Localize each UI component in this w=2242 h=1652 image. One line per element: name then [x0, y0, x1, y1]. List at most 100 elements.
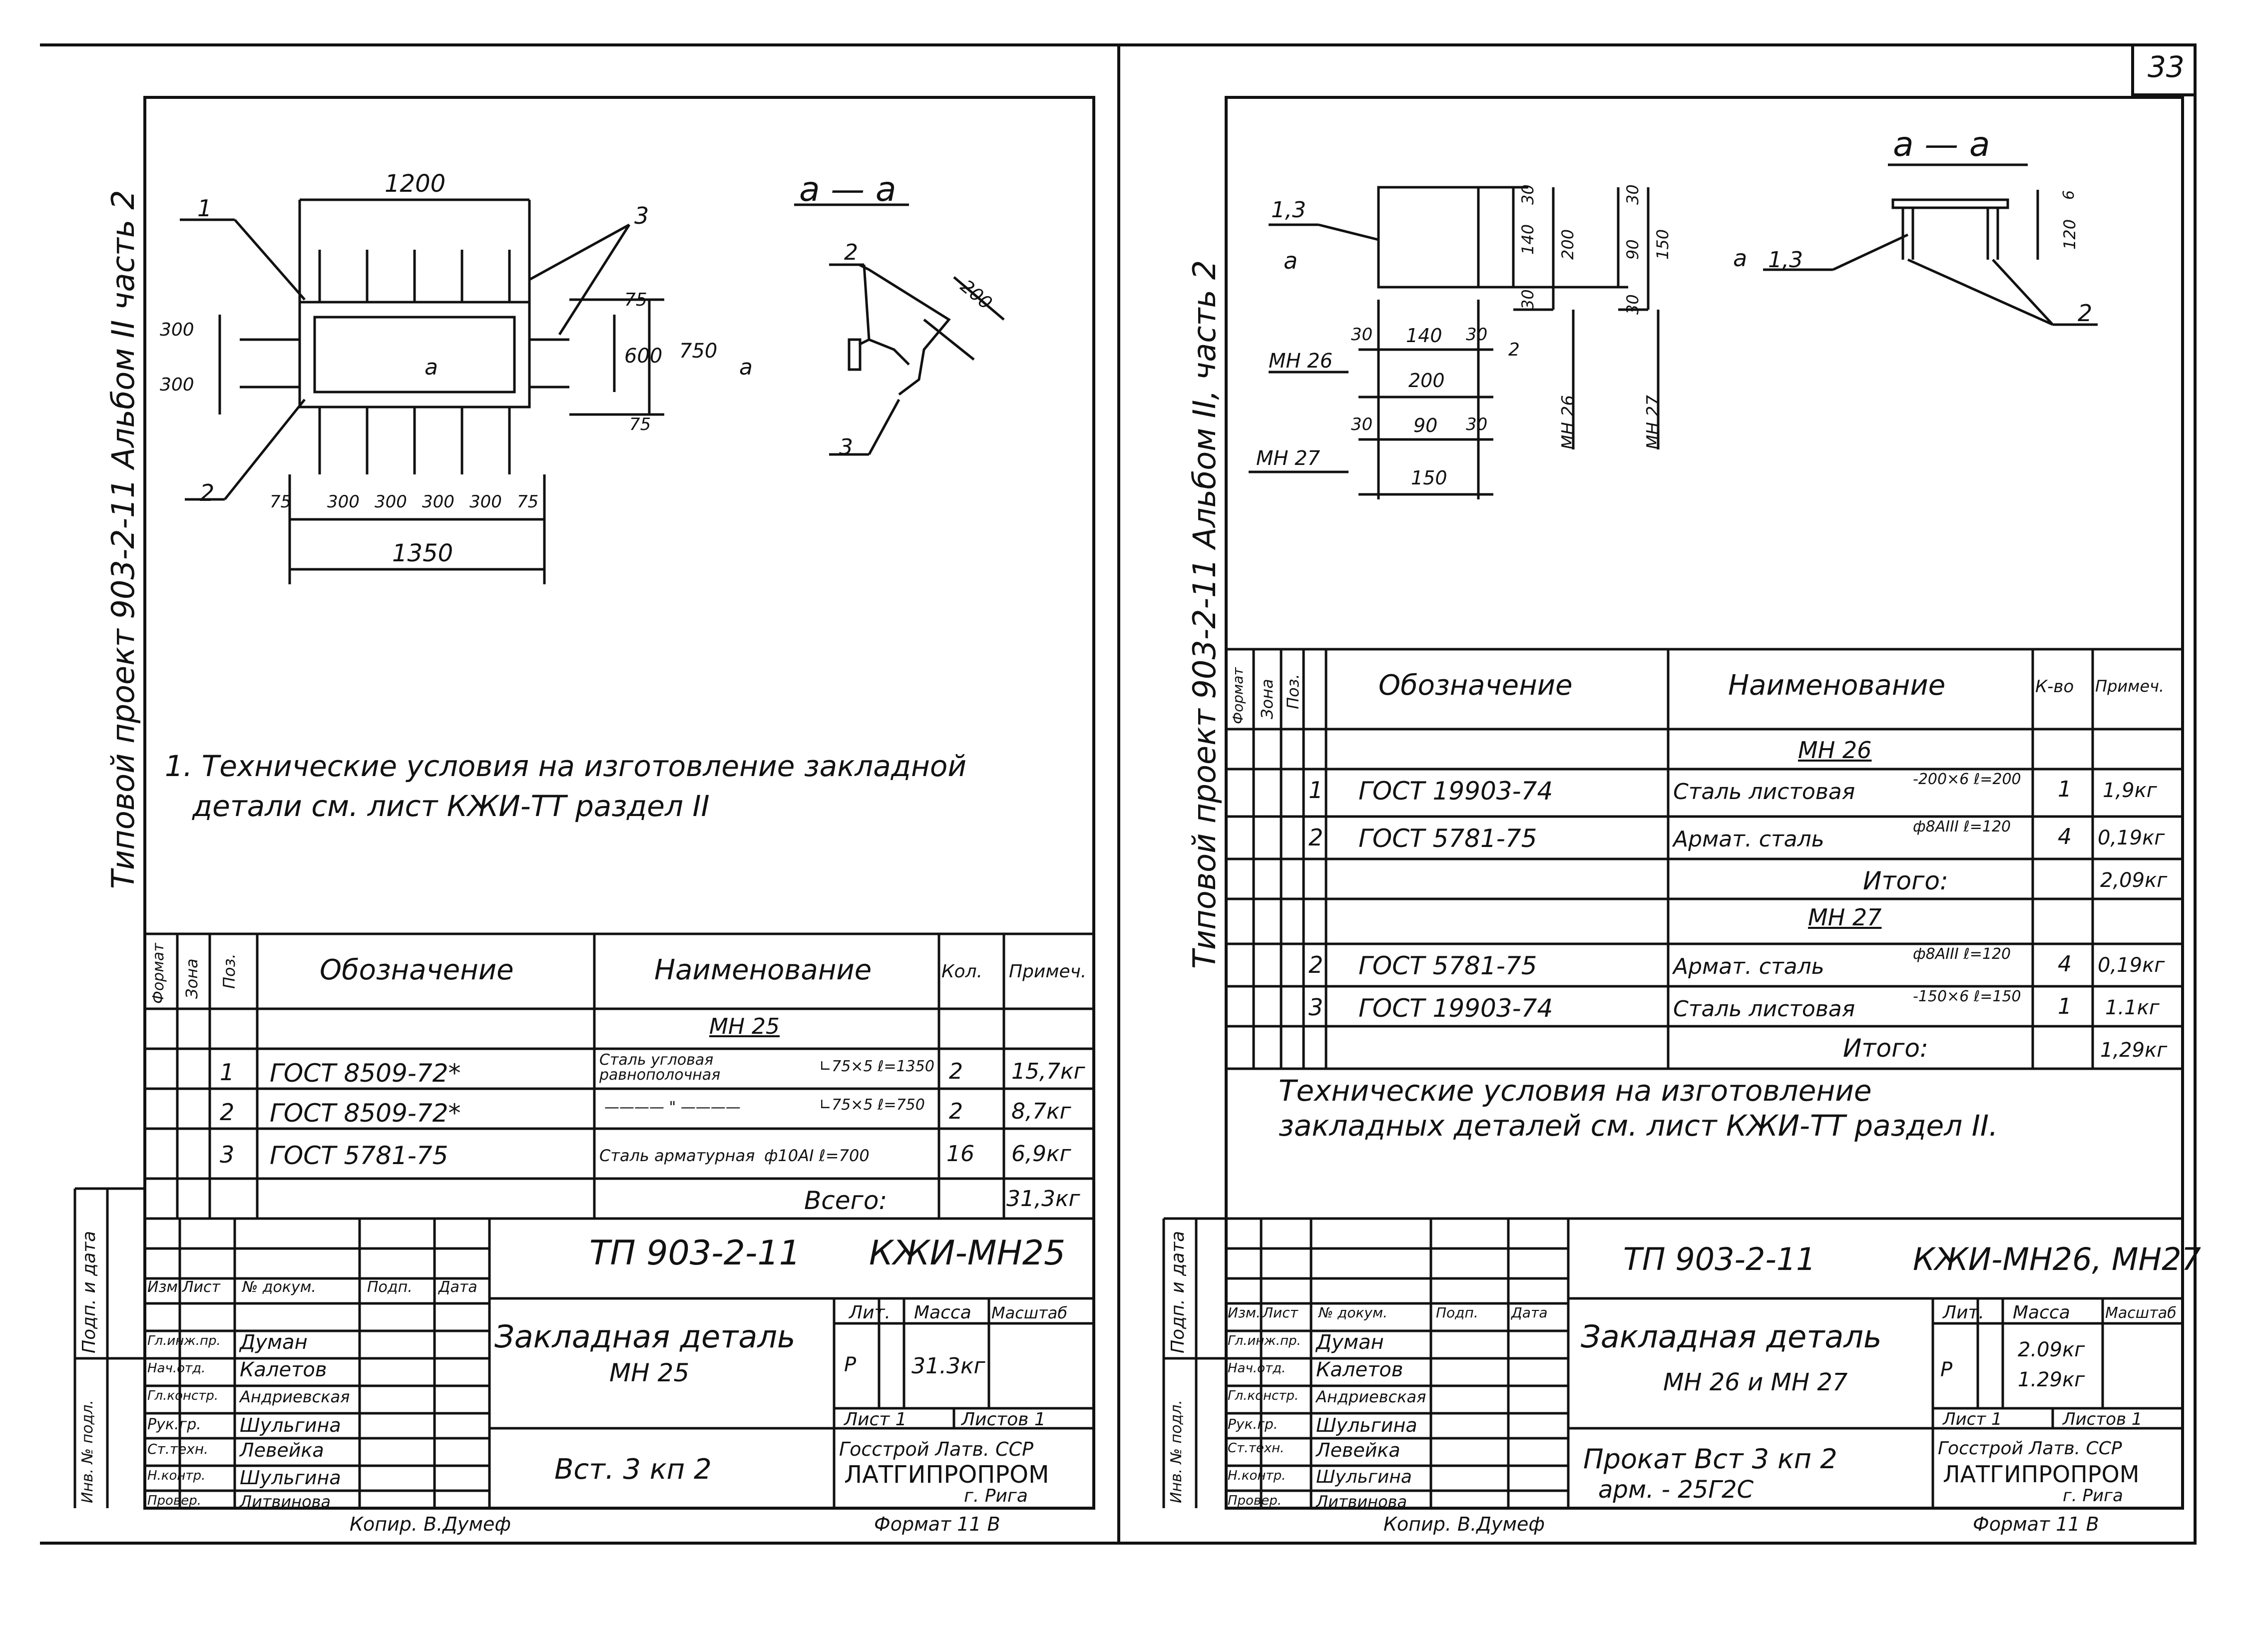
right-margin-inv: Инв. № подл. [1168, 1400, 1185, 1503]
right-tb-lit-value: Р [1940, 1358, 1953, 1381]
right-group-mh26: МН 26 [1798, 737, 1872, 764]
right-tb-hdr-date: Дата [1511, 1304, 1548, 1321]
label-a-2: а [1733, 245, 1748, 272]
right-person-5-role: Ст.техн. [1228, 1441, 1285, 1456]
marker-3: 3 [634, 202, 649, 229]
dim-300-left-a: 300 [160, 320, 194, 340]
right-hdr-name: Наименование [1728, 669, 1946, 702]
dim-75-d: 75 [629, 414, 651, 434]
right-tb-title-2: МН 26 и МН 27 [1663, 1368, 1848, 1396]
left-plan-drawing [180, 198, 1005, 584]
left-person-4-role: Рук.гр. [147, 1416, 201, 1433]
dim-300-b: 300 [375, 492, 407, 512]
marker-a-2: a [739, 355, 753, 380]
dim-600: 600 [624, 345, 663, 368]
left-tb-hdr-date: Дата [439, 1278, 477, 1296]
right-person-1-name: Думан [1316, 1331, 1384, 1354]
right-note-line-2: закладных деталей см. лист КЖИ-ТТ раздел… [1279, 1109, 1998, 1143]
right-total1-value: 2,09кг [2100, 869, 2168, 892]
left-tb-mass-label: Масса [914, 1302, 971, 1323]
left-tb-hdr-list: Лист [182, 1278, 221, 1296]
left-hdr-name: Наименование [654, 954, 872, 986]
left-row3-spec: ф10AI ℓ=700 [764, 1146, 870, 1165]
right-r4-spec: -150×6 ℓ=150 [1913, 988, 2021, 1005]
right-person-7-role: Провер. [1228, 1493, 1282, 1508]
right-tb-code: ТП 903-2-11 [1623, 1241, 1816, 1277]
left-tb-org-2: ЛАТГИПРОПРОМ [844, 1461, 1049, 1489]
right-r2-note: 0,19кг [2098, 826, 2165, 849]
right-r2-name: Армат. сталь [1673, 826, 1824, 852]
right-tb-org-2: ЛАТГИПРОПРОМ [1943, 1461, 2140, 1488]
left-person-4-name: Шульгина [240, 1414, 341, 1436]
dim-1200: 1200 [385, 170, 446, 198]
dim-75-b: 75 [270, 492, 292, 512]
left-tb-code: ТП 903-2-11 [589, 1234, 801, 1273]
section-marker-3: 3 [839, 434, 853, 460]
rdim-v-30-b: 30 [1518, 289, 1537, 310]
left-side-label: Типовой проект 903-2-11 Альбом II часть … [105, 190, 141, 889]
right-hdr-format: Формат [1230, 667, 1246, 724]
left-hdr-format: Формат [150, 943, 167, 1004]
dim-75-a: 75 [624, 290, 647, 310]
left-margin-inv: Инв. № подл. [79, 1400, 96, 1503]
section-title-right: а — а [1893, 125, 1990, 164]
right-tb-lit-label: Лит. [1943, 1302, 1984, 1323]
left-tb-hdr-sign: Подп. [367, 1278, 413, 1296]
left-row2-note: 8,7кг [1011, 1099, 1071, 1124]
right-tb-hdr-doc: № докум. [1319, 1304, 1388, 1321]
right-hdr-note: Примеч. [2095, 677, 2165, 696]
right-person-3-role: Гл.констр. [1228, 1388, 1299, 1403]
left-tb-copied: Копир. В.Думеф [350, 1513, 511, 1535]
right-r1-note: 1,9кг [2103, 779, 2157, 802]
left-row2-qty: 2 [949, 1099, 963, 1124]
left-person-3-role: Гл.констр. [147, 1388, 219, 1403]
right-tb-copied: Копир. В.Думеф [1383, 1513, 1545, 1535]
left-person-2-name: Калетов [240, 1358, 327, 1381]
left-row3-designation: ГОСТ 5781-75 [270, 1141, 448, 1170]
section-title-left: а — а [799, 170, 897, 209]
label-mh26: МН 26 [1269, 350, 1333, 373]
right-person-6-role: Н.контр. [1228, 1468, 1286, 1483]
dim-300-left-b: 300 [160, 375, 194, 395]
right-person-4-role: Рук.гр. [1228, 1416, 1278, 1432]
right-tb-mass-label: Масса [2013, 1302, 2070, 1323]
left-person-6-name: Шульгина [240, 1467, 341, 1489]
right-tb-org-1: Госстрой Латв. ССР [1938, 1438, 2122, 1459]
left-tb-sheet-code: КЖИ-МН25 [869, 1234, 1066, 1273]
right-person-1-role: Гл.инж.пр. [1228, 1333, 1301, 1348]
label-1-3-b: 1,3 [1768, 247, 1803, 273]
left-tb-material: Вст. 3 кп 2 [554, 1453, 712, 1486]
right-margin-sign: Подп. и дата [1168, 1231, 1188, 1353]
rdim-30-a: 30 [1351, 325, 1373, 345]
dim-300-a: 300 [327, 492, 360, 512]
rdim-90: 90 [1413, 414, 1438, 436]
left-note-line-2: детали см. лист КЖИ-ТТ раздел II [192, 789, 710, 823]
left-row1-name: Сталь угловая равнополочная [599, 1051, 721, 1084]
left-tb-mass-value: 31.3кг [911, 1353, 985, 1379]
label-1-3-a: 1,3 [1271, 197, 1306, 223]
right-r2-designation: ГОСТ 5781-75 [1358, 824, 1537, 853]
right-r3-name: Армат. сталь [1673, 954, 1824, 979]
dim-750: 750 [679, 340, 718, 363]
right-total2-value: 1,29кг [2100, 1039, 2168, 1062]
right-tb-material-2: арм. - 25Г2С [1598, 1476, 1754, 1504]
left-note-line-1: 1. Технические условия на изготовление з… [165, 749, 967, 783]
left-tb-hdr-izm: Изм. [147, 1278, 183, 1296]
left-row2-spec: ∟75×5 ℓ=750 [819, 1096, 925, 1114]
right-r3-note: 0,19кг [2098, 954, 2165, 977]
right-tb-org-3: г. Рига [2063, 1486, 2123, 1506]
left-hdr-qty: Кол. [941, 961, 983, 982]
rdim-200: 200 [1408, 370, 1445, 392]
left-person-6-role: Н.контр. [147, 1468, 206, 1483]
right-r1-name: Сталь листовая [1673, 779, 1855, 805]
right-tb-hdr-sign: Подп. [1436, 1304, 1478, 1321]
rdim-v-30-c: 30 [1623, 184, 1642, 205]
right-r1-qty: 1 [2058, 777, 2072, 802]
rdim-v-150: 150 [1653, 229, 1672, 260]
label-2-right: 2 [2078, 300, 2093, 327]
right-person-3-name: Андриевская [1316, 1387, 1426, 1406]
left-margin-sign: Подп. и дата [79, 1231, 99, 1353]
left-tb-lit-value: Р [844, 1353, 857, 1376]
section-marker-2: 2 [844, 240, 858, 265]
